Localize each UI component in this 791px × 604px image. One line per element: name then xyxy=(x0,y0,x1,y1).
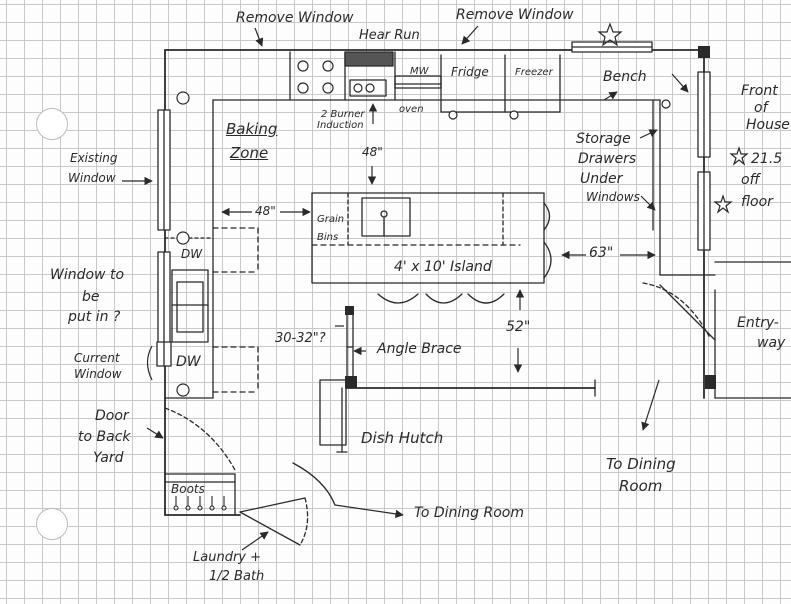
outlet-icon xyxy=(661,99,671,109)
dim-30-32: 30-32"? xyxy=(275,331,326,346)
dish-hutch xyxy=(319,379,596,453)
new-window xyxy=(157,251,171,345)
door-to-back-yard-line2: to Back xyxy=(78,429,131,445)
storage-label-line4: Windows xyxy=(586,190,640,204)
outlet-icon xyxy=(176,91,190,105)
fridge-label: Fridge xyxy=(451,65,489,79)
boot-hooks xyxy=(173,496,227,511)
front-of-house-line2: of xyxy=(754,100,768,116)
binder-hole xyxy=(36,508,68,540)
kitchen-island xyxy=(311,192,552,304)
window-to-be-put-in-line1: Window to xyxy=(50,267,125,283)
height-label-line1: 21.5 xyxy=(751,151,783,167)
left-counter xyxy=(164,99,259,399)
mw-label: MW xyxy=(410,66,429,77)
hear-run-label: Hear Run xyxy=(359,28,420,43)
grain-bins-line2: Bins xyxy=(317,232,339,243)
laundry-bath xyxy=(164,473,236,516)
star-icon xyxy=(713,194,733,214)
dimension-line xyxy=(146,207,656,381)
storage-label-line1: Storage xyxy=(576,131,631,147)
star-icon xyxy=(597,22,623,47)
burner-label-line1: 2 Burner xyxy=(321,109,365,120)
height-label-line3: floor xyxy=(741,194,773,210)
outlet-icon xyxy=(509,110,519,120)
boots-label: Boots xyxy=(171,482,205,496)
angle-brace-label: Angle Brace xyxy=(377,341,462,357)
freezer-label: Freezer xyxy=(515,67,553,78)
door-to-back-yard-line1: Door xyxy=(95,408,129,424)
outlet-icon xyxy=(176,231,190,245)
post-icon xyxy=(705,375,716,389)
oven-label: oven xyxy=(399,104,424,115)
front-of-house-line1: Front xyxy=(741,83,778,99)
storage-label-line3: Under xyxy=(580,171,623,187)
storage-label-line2: Drawers xyxy=(578,151,637,167)
entryway-line2: way xyxy=(757,335,786,351)
burner-label-line2: Induction xyxy=(317,120,364,131)
to-dining-room-line1: To Dining xyxy=(606,455,676,473)
window-to-be-put-in-line3: put in ? xyxy=(68,309,121,325)
remove-window-label-right: Remove Window xyxy=(456,7,574,23)
remove-window-label-left: Remove Window xyxy=(236,10,354,26)
grain-bins-line1: Grain xyxy=(317,214,345,225)
front-of-house-line3: House xyxy=(746,117,790,133)
current-window-line1: Current xyxy=(74,351,120,365)
post-icon xyxy=(345,306,354,315)
star-icon xyxy=(729,146,749,166)
island-label: 4' x 10' Island xyxy=(394,259,492,275)
entryway-line1: Entry- xyxy=(737,315,779,331)
existing-window xyxy=(157,109,171,231)
to-dining-room-line2: Room xyxy=(619,477,663,495)
dim-48-island: 48" xyxy=(362,145,383,159)
door-to-back-yard-line3: Yard xyxy=(93,450,124,466)
existing-window-line1: Existing xyxy=(70,151,118,165)
front-window xyxy=(697,71,711,251)
post-icon xyxy=(698,46,710,58)
baking-zone-line2: Zone xyxy=(230,144,269,162)
upper-counter xyxy=(212,51,661,113)
top-window xyxy=(571,41,653,53)
angle-brace xyxy=(346,313,354,381)
existing-window-line2: Window xyxy=(68,171,116,185)
current-window-line2: Window xyxy=(74,367,122,381)
bench-label: Bench xyxy=(603,69,647,85)
outlet-icon xyxy=(176,383,190,397)
height-label-line2: off xyxy=(741,172,760,188)
baking-zone-line1: Baking xyxy=(226,120,278,138)
post-icon xyxy=(345,376,357,388)
laundry-bath-line1: Laundry + xyxy=(193,550,262,565)
dim-63: 63" xyxy=(589,245,614,261)
dw-bottom-label: DW xyxy=(176,354,201,370)
dish-hutch-label: Dish Hutch xyxy=(361,429,444,447)
stove-burners xyxy=(297,60,375,94)
window-to-be-put-in-line2: be xyxy=(82,289,100,305)
dim-48-aisle: 48" xyxy=(255,204,276,218)
dim-52: 52" xyxy=(506,319,531,335)
outlet-icon xyxy=(448,110,458,120)
dw-top-label: DW xyxy=(181,247,203,261)
to-dining-room-label: To Dining Room xyxy=(414,505,524,521)
binder-hole xyxy=(36,108,68,140)
door-swings xyxy=(164,282,716,546)
laundry-bath-line2: 1/2 Bath xyxy=(209,569,265,584)
current-window xyxy=(156,341,172,367)
arrow-icon xyxy=(122,25,689,551)
